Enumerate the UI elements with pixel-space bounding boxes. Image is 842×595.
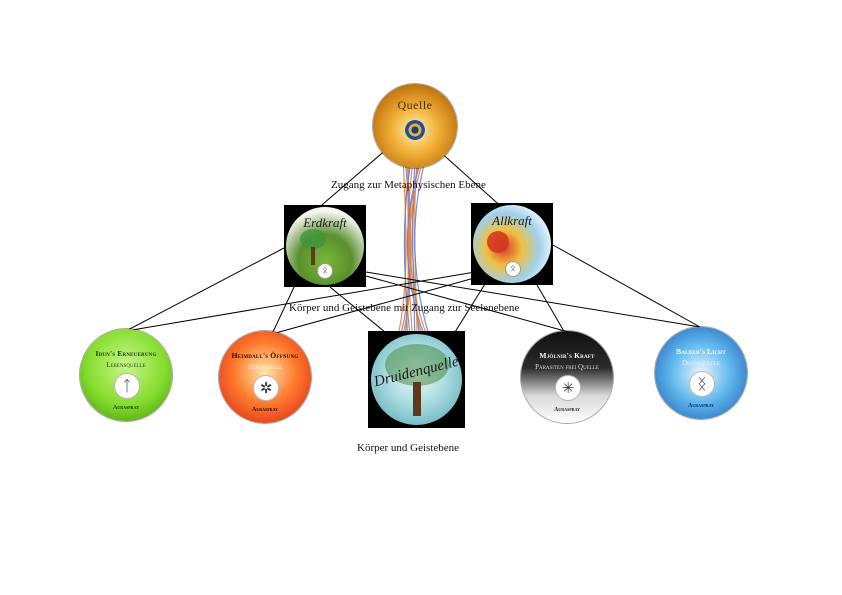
edge-lines <box>125 147 701 335</box>
trunk-shape <box>413 382 421 416</box>
quelle-node[interactable]: Quelle <box>373 84 457 168</box>
heimdall-subtitle: Herzquelle <box>248 363 282 371</box>
idun-footer: Auraspray <box>113 405 139 411</box>
connection-line <box>437 149 506 211</box>
erdkraft-image: Erdkraft ᛟ <box>284 205 366 287</box>
caption-meta: Zugang zur Metaphysischen Ebene <box>331 179 486 191</box>
energy-strand <box>414 155 430 337</box>
energy-strand <box>406 155 425 337</box>
connection-line <box>125 271 476 332</box>
mjolnir-orb: Mjölnir's Kraft Parasiten frei Quelle ✳ … <box>521 331 613 423</box>
caption-body: Körper und Geistebene <box>357 442 460 454</box>
rune-icon: ᛏ <box>114 373 140 399</box>
idun-title: Idun's Erneuerung <box>95 349 157 358</box>
heimdall-orb: Heimdall's Öffnung Herzquelle ✲ Auraspra… <box>219 331 311 423</box>
druidenquelle-orb: Druidenquelle <box>371 334 462 425</box>
balder-node[interactable]: Balder's Licht Detoxquelle ᛝ Auraspray <box>655 327 747 419</box>
rune-icon: ✳ <box>555 375 581 401</box>
balder-subtitle: Detoxquelle <box>682 359 720 367</box>
druidenquelle-image: Druidenquelle <box>368 331 465 428</box>
allkraft-image: Allkraft ᛟ <box>471 203 553 285</box>
allkraft-orb: Allkraft ᛟ <box>473 205 551 283</box>
allkraft-title: Allkraft <box>492 213 532 228</box>
caption-seele: Körper und Geistebene mit Zugang zur See… <box>289 302 520 314</box>
erdkraft-node[interactable]: Erdkraft ᛟ <box>284 205 366 287</box>
balder-title: Balder's Licht <box>676 347 726 356</box>
idun-subtitle: Lebensquelle <box>106 361 146 369</box>
quelle-orb: Quelle <box>373 84 457 168</box>
energy-strand <box>403 155 413 337</box>
connection-line <box>125 247 285 332</box>
rune-icon: ᛝ <box>689 371 715 397</box>
connection-line <box>454 283 486 333</box>
mandala-icon <box>405 120 425 140</box>
connection-line <box>552 244 701 328</box>
energy-strands <box>397 155 430 337</box>
heimdall-footer: Auraspray <box>252 407 278 413</box>
mjolnir-title: Mjölnir's Kraft <box>539 351 595 360</box>
tree-icon <box>300 229 326 249</box>
balder-footer: Auraspray <box>688 403 714 409</box>
sun-icon <box>487 231 509 253</box>
rune-icon: ✲ <box>253 375 279 401</box>
tree-icon <box>385 344 449 386</box>
connection-line <box>536 284 566 334</box>
energy-strand <box>409 155 428 337</box>
connection-line <box>315 147 389 211</box>
erdkraft-title: Erdkraft <box>303 215 347 230</box>
idun-node[interactable]: Idun's Erneuerung Lebensquelle ᛏ Auraspr… <box>80 329 172 421</box>
quelle-title: Quelle <box>397 98 433 112</box>
energy-strand <box>397 155 407 337</box>
rune-icon: ᛟ <box>317 263 333 279</box>
trunk-shape <box>311 247 315 265</box>
mjolnir-subtitle: Parasiten frei Quelle <box>535 363 599 371</box>
idun-orb: Idun's Erneuerung Lebensquelle ᛏ Auraspr… <box>80 329 172 421</box>
balder-orb: Balder's Licht Detoxquelle ᛝ Auraspray <box>655 327 747 419</box>
connection-line <box>365 275 573 334</box>
allkraft-node[interactable]: Allkraft ᛟ <box>471 203 553 285</box>
erdkraft-orb: Erdkraft ᛟ <box>286 207 364 285</box>
connection-line <box>271 284 296 335</box>
heimdall-title: Heimdall's Öffnung <box>231 351 299 360</box>
connection-line <box>271 276 479 335</box>
heimdall-node[interactable]: Heimdall's Öffnung Herzquelle ✲ Auraspra… <box>219 331 311 423</box>
druidenquelle-node[interactable]: Druidenquelle <box>368 331 465 428</box>
mjolnir-node[interactable]: Mjölnir's Kraft Parasiten frei Quelle ✳ … <box>521 331 613 423</box>
rune-icon: ᛟ <box>505 261 521 277</box>
mjolnir-footer: Auraspray <box>554 407 580 413</box>
